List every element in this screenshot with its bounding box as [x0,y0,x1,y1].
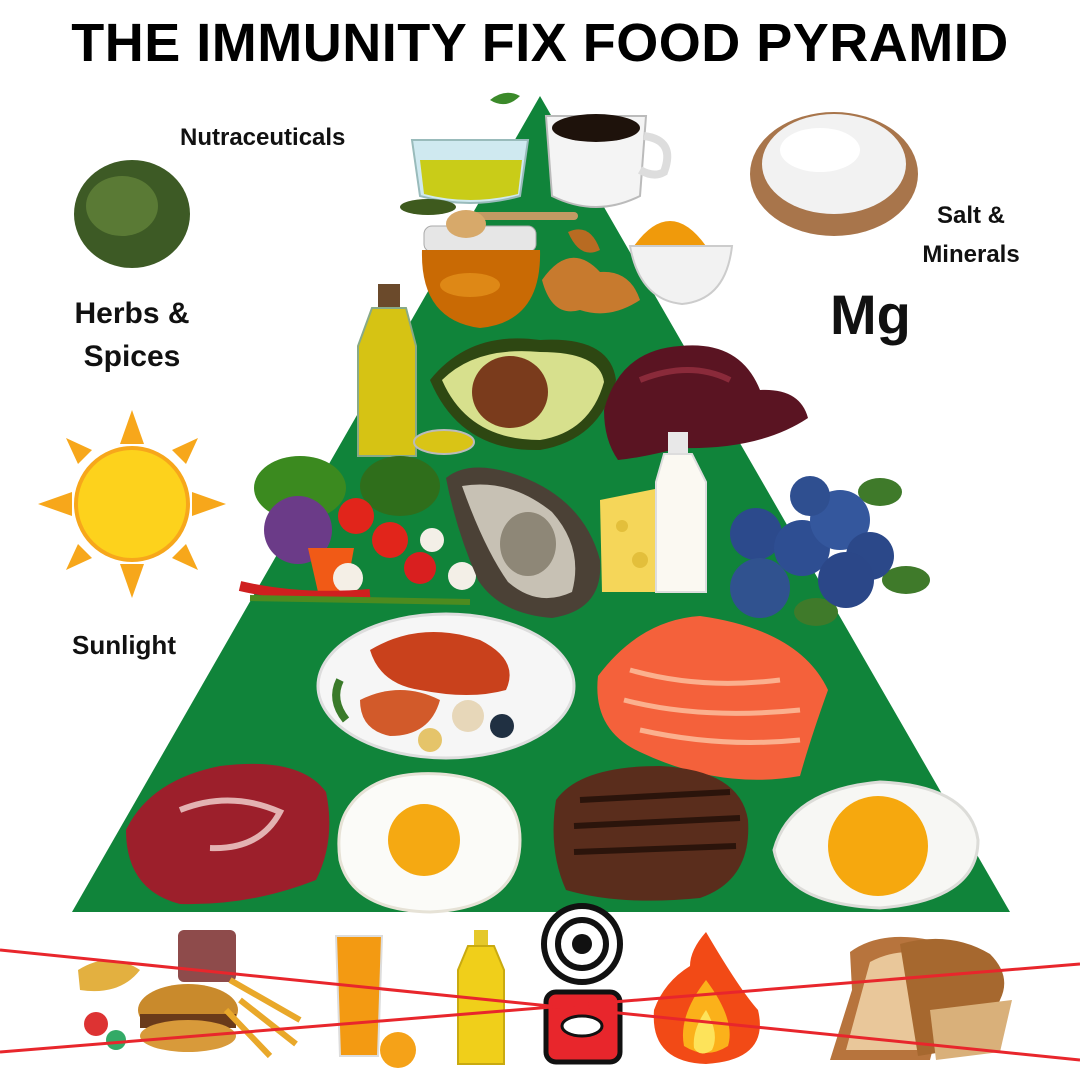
blueberries-icon [730,476,930,626]
salt-label-line2: Minerals [922,241,1020,268]
vegetable-oil-bottle-icon [457,930,505,1065]
avocado-icon [430,338,616,451]
cross-out-line-1 [0,948,1080,1062]
vegetables-icon [238,456,476,605]
salt-label-line1: Salt & [936,202,1005,229]
sunlight-label: Sunlight [72,630,176,660]
orange-juice-icon [334,935,416,1068]
salt-bowl-icon [750,112,918,236]
magnesium-label: Mg [830,283,911,346]
turmeric-root-icon [542,229,640,314]
page-title: THE IMMUNITY FIX FOOD PYRAMID [71,13,1009,73]
herbs-label-line1: Herbs & [74,297,190,330]
cheese-icon [600,488,660,592]
canned-food-icon [541,903,623,1065]
turmeric-powder-bowl-icon [628,221,734,306]
liver-icon [604,345,808,460]
seafood-platter-icon [316,612,576,760]
milk-bottle-icon [655,432,707,593]
olive-oil-bottle-icon [357,284,475,457]
cross-out-line-2 [0,962,1080,1054]
ribeye-steak-icon [126,763,330,905]
green-tea-icon [400,92,530,215]
herbs-spices-label: Herbs & Spices [52,292,212,378]
oyster-icon [446,467,601,618]
fried-egg-icon [337,772,522,914]
sun-icon [38,410,226,598]
bread-icon [830,936,1012,1060]
grilled-steak-icon [553,766,749,901]
nutraceuticals-label: Nutraceuticals [180,124,346,151]
boiled-egg-icon [772,780,980,910]
salt-minerals-label: Salt & Minerals [906,196,1036,274]
herbs-label-line2: Spices [83,340,181,373]
fire-icon [653,932,760,1064]
herbs-spices-icon [74,160,190,268]
honey-jar-icon [421,210,578,328]
coffee-cup-icon [544,114,672,208]
salmon-fillet-icon [597,616,828,780]
